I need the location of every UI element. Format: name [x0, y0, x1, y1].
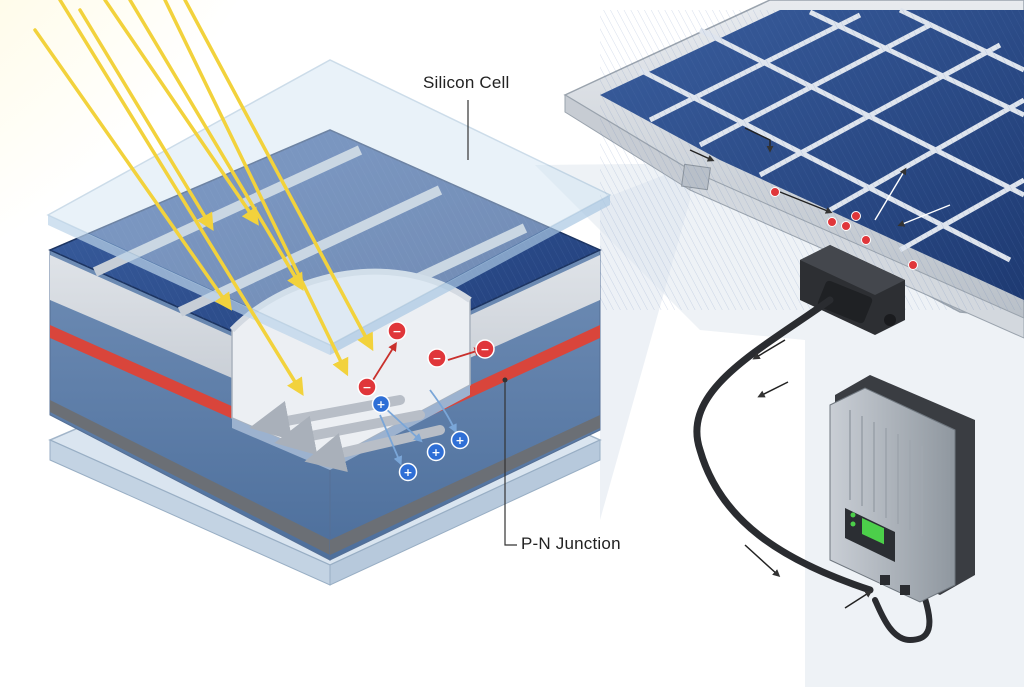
svg-text:−: − [362, 381, 371, 394]
hole-charge: + [426, 442, 446, 462]
electron-charge: − [427, 348, 447, 368]
svg-text:+: + [403, 466, 412, 479]
hole-charge: + [371, 394, 391, 414]
svg-text:−: − [392, 325, 401, 338]
svg-text:+: + [376, 398, 385, 411]
dc-cable [693, 296, 874, 594]
sun-ray-arrow-6 [58, 0, 304, 396]
hole-charge: + [450, 430, 470, 450]
inverter-display [862, 517, 884, 545]
sun-ray-arrow-1 [33, 28, 233, 311]
junction-box-icon [800, 245, 905, 335]
sun-ray-arrow-4 [128, 0, 304, 292]
electrons: − − − − [357, 321, 495, 397]
pn-junction-label: P-N Junction [521, 534, 621, 553]
silicon-cell-section [46, 59, 612, 586]
silicon-cell-label: Silicon Cell [423, 73, 510, 92]
svg-text:+: + [455, 434, 464, 447]
electron-charge: − [357, 377, 377, 397]
panel-electrons [770, 187, 918, 270]
svg-text:−: − [480, 343, 489, 356]
electron-charge: − [475, 339, 495, 359]
sunlight-rays [33, 0, 374, 396]
svg-text:+: + [431, 446, 440, 459]
svg-text:−: − [432, 352, 441, 365]
sun-ray-arrow-5 [163, 0, 349, 377]
sun-ray-arrow-2 [78, 8, 214, 231]
hole-charge: + [398, 462, 418, 482]
sun-ray-arrow-7 [183, 0, 374, 352]
electron-charge: − [387, 321, 407, 341]
sun-ray-arrow-3 [103, 0, 259, 226]
pn-junction-leader [504, 380, 517, 546]
solar-panel [563, 0, 1024, 339]
inverter-icon [829, 375, 975, 603]
holes: + + + + [371, 394, 470, 482]
